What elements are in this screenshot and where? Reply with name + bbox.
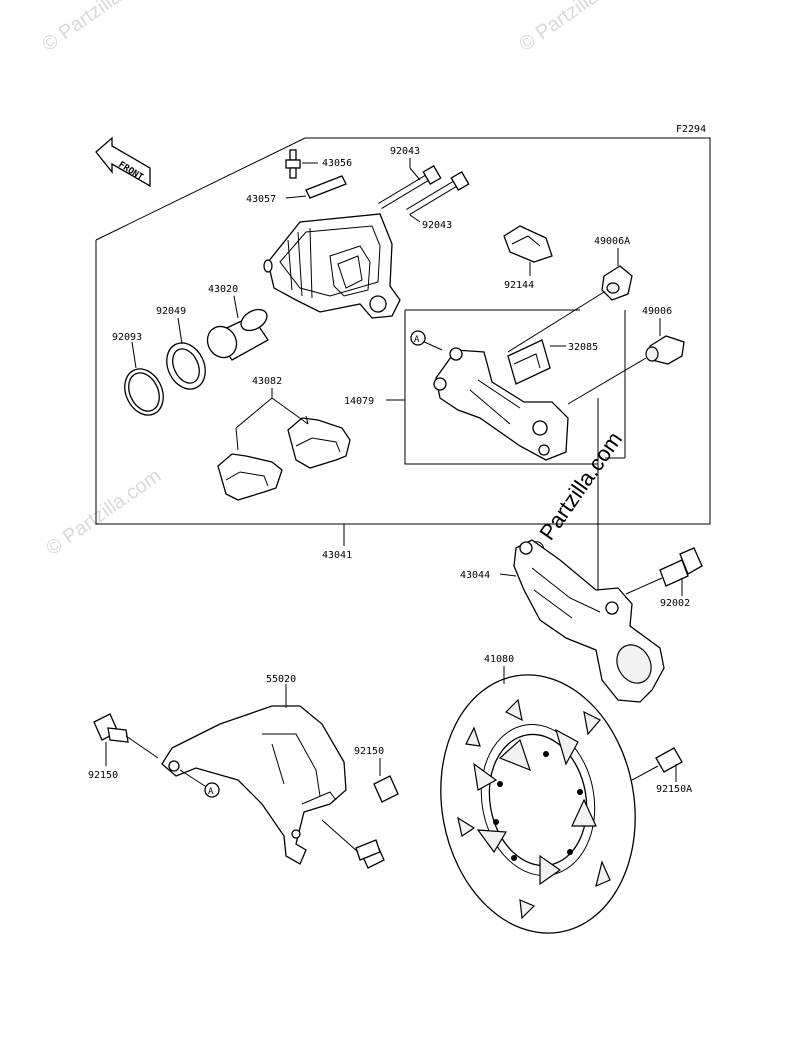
- label-49006A: 49006A: [594, 236, 630, 247]
- label-43041: 43041: [322, 550, 352, 561]
- seal-92093: [124, 341, 164, 416]
- bolt-92150A: [631, 747, 683, 782]
- piston-43020: [206, 295, 269, 361]
- brake-pads-43082: [217, 388, 351, 501]
- svg-text:A: A: [208, 787, 214, 797]
- bracket-assembly-outline: [404, 310, 599, 465]
- caliper-body: [263, 213, 401, 319]
- label-92043-top: 92043: [390, 146, 420, 157]
- watermark-top-right: © Partzilla.com: [515, 0, 638, 56]
- pad-spring-32085: [507, 339, 566, 385]
- label-41080: 41080: [484, 654, 514, 665]
- caliper-pins-92043: [378, 158, 470, 223]
- svg-text:A: A: [414, 335, 420, 345]
- cap-43057: [305, 175, 347, 199]
- pad-spring-92144: [503, 225, 553, 276]
- bolt-92002: [625, 547, 703, 596]
- caliper-assembly-outline: [95, 137, 711, 525]
- marker-a-guard: A: [204, 782, 220, 798]
- label-43082: 43082: [252, 376, 282, 387]
- label-43056: 43056: [322, 158, 352, 169]
- brake-disc-41080: [440, 666, 636, 934]
- marker-a-bracket: A: [410, 330, 426, 346]
- label-92150-right: 92150: [354, 746, 384, 757]
- boot-49006A: [507, 248, 633, 353]
- boot-49006: [567, 318, 685, 405]
- seal-92049: [166, 317, 206, 390]
- figure-code: F2294: [676, 124, 706, 135]
- label-92150-left: 92150: [88, 770, 118, 781]
- watermark-top-left: © Partzilla.com: [38, 0, 161, 56]
- label-92144: 92144: [504, 280, 534, 291]
- label-32085: 32085: [568, 342, 598, 353]
- front-arrow-icon: FRONT: [95, 136, 151, 188]
- bolt-92150-left: [93, 713, 159, 766]
- label-92043-bottom: 92043: [422, 220, 452, 231]
- disc-guard-55020: [161, 684, 347, 865]
- label-92002: 92002: [660, 598, 690, 609]
- caliper-holder-43044: [513, 539, 665, 703]
- watermark-mid-left: © Partzilla.com: [42, 465, 165, 560]
- label-14079: 14079: [344, 396, 374, 407]
- label-92150A: 92150A: [656, 784, 692, 795]
- label-92049: 92049: [156, 306, 186, 317]
- label-49006: 49006: [642, 306, 672, 317]
- label-43020: 43020: [208, 284, 238, 295]
- label-92093: 92093: [112, 332, 142, 343]
- bleeder-valve-43056: [285, 149, 318, 179]
- label-43057: 43057: [246, 194, 276, 205]
- bolt-92150-right: [321, 758, 399, 869]
- label-55020: 55020: [266, 674, 296, 685]
- label-43044: 43044: [460, 570, 490, 581]
